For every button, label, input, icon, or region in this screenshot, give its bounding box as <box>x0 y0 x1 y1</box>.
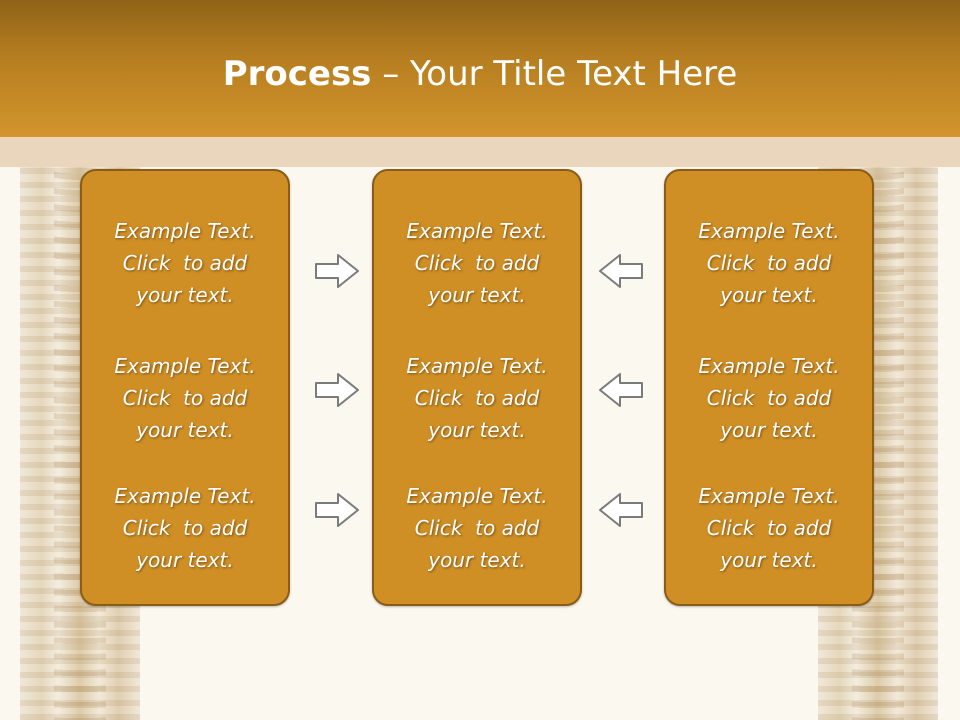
process-box-center[interactable]: Example Text. Click to add your text. Ex… <box>372 169 582 606</box>
process-box-left[interactable]: Example Text. Click to add your text. Ex… <box>80 169 290 606</box>
box-text[interactable]: Example Text. Click to add your text. <box>406 484 548 572</box>
slide-title[interactable]: Process – Your Title Text Here <box>0 52 960 96</box>
title-rest: – Your Title Text Here <box>371 54 738 94</box>
process-box-right[interactable]: Example Text. Click to add your text. Ex… <box>664 169 874 606</box>
box-text[interactable]: Example Text. Click to add your text. <box>114 219 256 307</box>
arrow-left-icon <box>599 373 643 407</box>
arrow-right-icon <box>315 493 359 527</box>
box-text[interactable]: Example Text. Click to add your text. <box>698 354 840 442</box>
arrow-right-icon <box>315 254 359 288</box>
box-text[interactable]: Example Text. Click to add your text. <box>406 354 548 442</box>
box-text[interactable]: Example Text. Click to add your text. <box>114 354 256 442</box>
arrow-left-icon <box>599 254 643 288</box>
box-text[interactable]: Example Text. Click to add your text. <box>698 484 840 572</box>
box-text[interactable]: Example Text. Click to add your text. <box>114 484 256 572</box>
box-text[interactable]: Example Text. Click to add your text. <box>406 219 548 307</box>
header-band <box>0 137 960 167</box>
arrow-right-icon <box>315 373 359 407</box>
title-bold: Process <box>222 54 372 94</box>
title-bar <box>0 0 960 137</box>
arrow-left-icon <box>599 493 643 527</box>
box-text[interactable]: Example Text. Click to add your text. <box>698 219 840 307</box>
